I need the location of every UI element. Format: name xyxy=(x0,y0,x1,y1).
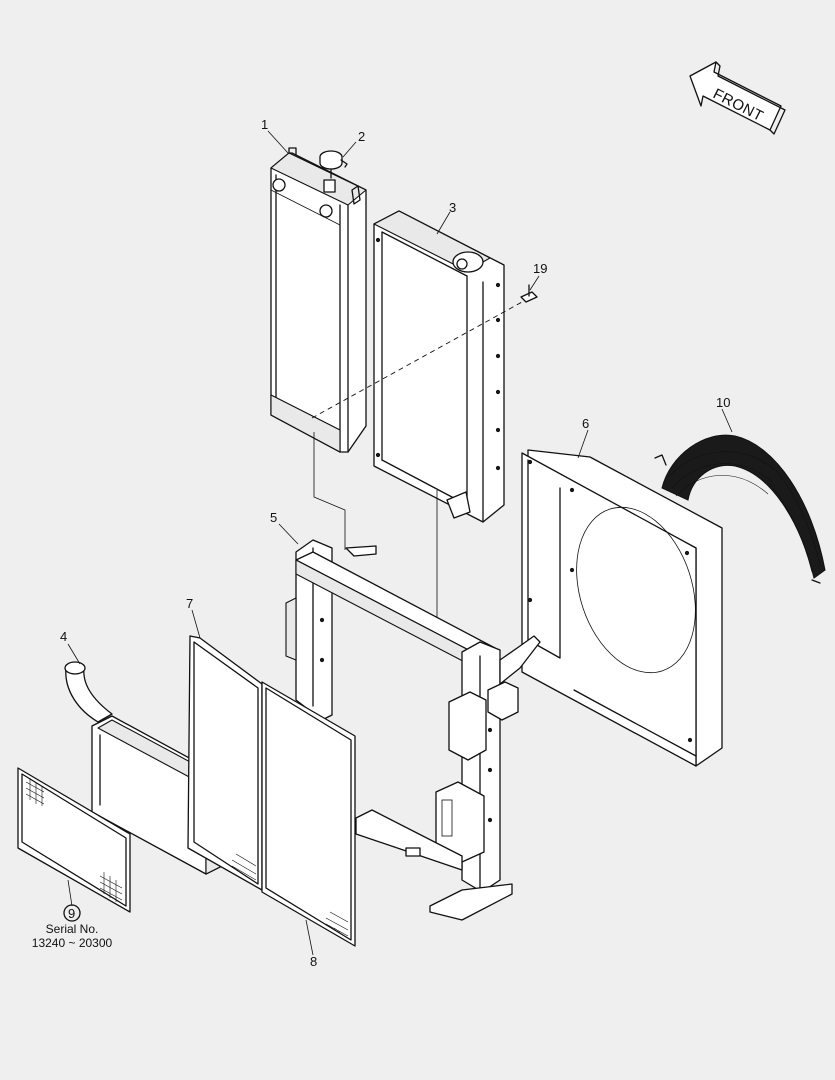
callout-8: 8 xyxy=(310,954,317,969)
callout-4: 4 xyxy=(60,629,67,644)
callout-5: 5 xyxy=(270,510,277,525)
radiator-cap xyxy=(319,150,348,179)
callout-9-circle xyxy=(63,904,81,922)
callout-2: 2 xyxy=(358,129,365,144)
callout-7: 7 xyxy=(186,596,193,611)
bracket xyxy=(520,284,538,303)
assembly-guide-lines xyxy=(311,301,523,622)
fan-guard xyxy=(654,434,826,584)
callout-leaders xyxy=(67,130,733,956)
radiator xyxy=(270,147,367,453)
screen-8 xyxy=(261,681,356,947)
fan-shroud xyxy=(521,449,723,767)
support-frame xyxy=(285,539,541,921)
callout-labels: 1 2 3 4 5 6 7 8 9 10 19 xyxy=(60,117,730,969)
oil-cooler xyxy=(373,210,505,523)
serial-note-line1: Serial No. xyxy=(46,922,99,936)
serial-note-line2: 13240 ~ 20300 xyxy=(32,936,113,950)
screen-9 xyxy=(17,767,131,913)
callout-19: 19 xyxy=(533,261,547,276)
front-direction-arrow: FRONT xyxy=(689,61,786,135)
serial-note: Serial No. 13240 ~ 20300 xyxy=(32,922,113,950)
screen-7 xyxy=(187,635,263,891)
callout-10: 10 xyxy=(716,395,730,410)
callout-6: 6 xyxy=(582,416,589,431)
callout-9: 9 xyxy=(68,906,75,921)
callout-3: 3 xyxy=(449,200,456,215)
callout-1: 1 xyxy=(261,117,268,132)
